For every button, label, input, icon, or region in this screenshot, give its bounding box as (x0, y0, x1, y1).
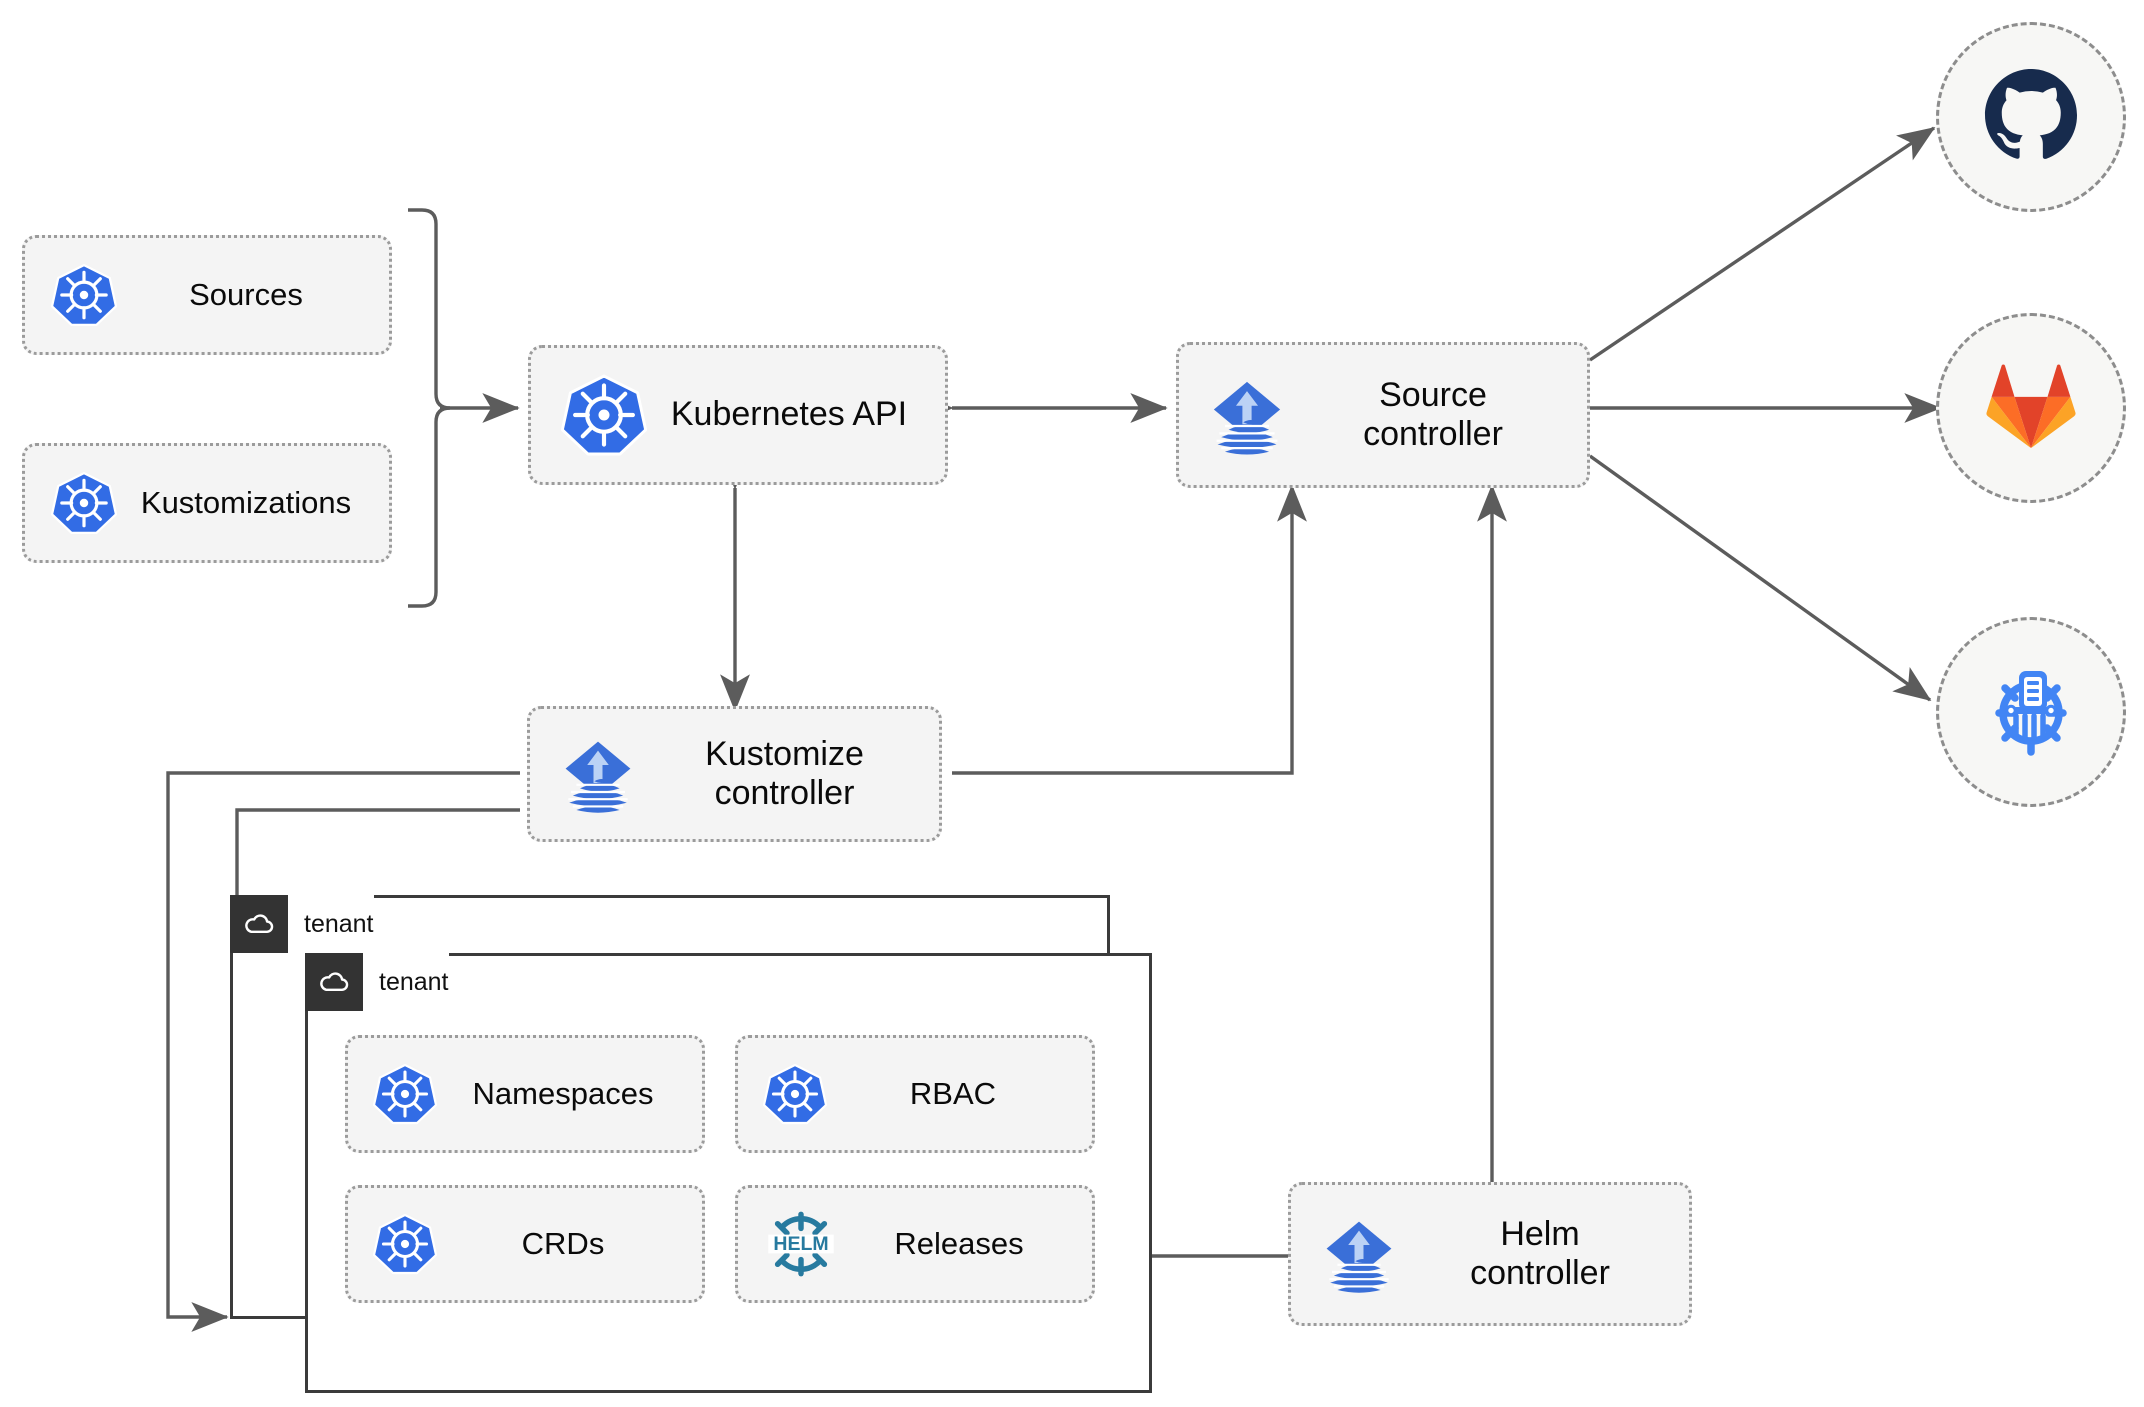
tenant-tab: tenant (305, 953, 449, 1011)
edge-sourcecontroller-github (1589, 126, 1936, 362)
flux-icon (1313, 1208, 1405, 1300)
card-kubernetes-api[interactable]: Kubernetes API (528, 345, 948, 485)
cloud-icon (305, 953, 363, 1011)
provider-helm-repository[interactable] (1936, 617, 2126, 807)
kubernetes-icon (51, 262, 117, 328)
card-rbac[interactable]: RBAC (735, 1035, 1095, 1153)
card-label: Source controller (1363, 375, 1503, 453)
edge-kustomizecontroller-sourcecontroller (952, 484, 1307, 775)
card-helm-controller[interactable]: Helm controller (1288, 1182, 1692, 1326)
kubernetes-icon (372, 1061, 438, 1127)
card-label: Kustomize controller (705, 734, 864, 812)
kubernetes-icon (561, 372, 647, 458)
github-icon (1983, 67, 2079, 168)
kubernetes-icon (51, 470, 117, 536)
card-label: CRDs (521, 1226, 605, 1262)
flux-icon (552, 728, 644, 820)
card-releases[interactable]: HELM Releases (735, 1185, 1095, 1303)
card-label: Kustomizations (140, 485, 352, 521)
card-kustomize-controller[interactable]: Kustomize controller (527, 706, 942, 842)
card-kustomizations[interactable]: Kustomizations (22, 443, 392, 563)
tenant-label: tenant (379, 967, 449, 996)
card-label: Sources (189, 277, 303, 313)
card-namespaces[interactable]: Namespaces (345, 1035, 705, 1153)
card-sources[interactable]: Sources (22, 235, 392, 355)
kubernetes-icon (762, 1061, 828, 1127)
card-crds[interactable]: CRDs (345, 1185, 705, 1303)
card-label: Namespaces (472, 1076, 654, 1112)
card-label: Releases (894, 1226, 1024, 1262)
helm-repository-icon (1981, 660, 2081, 765)
svg-text:HELM: HELM (773, 1233, 828, 1255)
tenant-tab: tenant (230, 895, 374, 953)
cloud-icon (230, 895, 288, 953)
gitlab-icon (1985, 362, 2077, 455)
flux-icon (1201, 369, 1293, 461)
kubernetes-icon (372, 1211, 438, 1277)
provider-github[interactable] (1936, 22, 2126, 212)
card-label: Helm controller (1470, 1214, 1610, 1292)
card-label: Kubernetes API (670, 395, 908, 434)
card-source-controller[interactable]: Source controller (1176, 342, 1590, 488)
edge-sourcecontroller-helmrepository (1589, 454, 1932, 702)
helm-icon: HELM (762, 1205, 840, 1283)
provider-gitlab[interactable] (1936, 313, 2126, 503)
edge-sources-brace (408, 208, 451, 608)
card-label: RBAC (909, 1076, 997, 1112)
tenant-container-inner: tenant (305, 953, 1152, 1393)
tenant-label: tenant (304, 909, 374, 938)
